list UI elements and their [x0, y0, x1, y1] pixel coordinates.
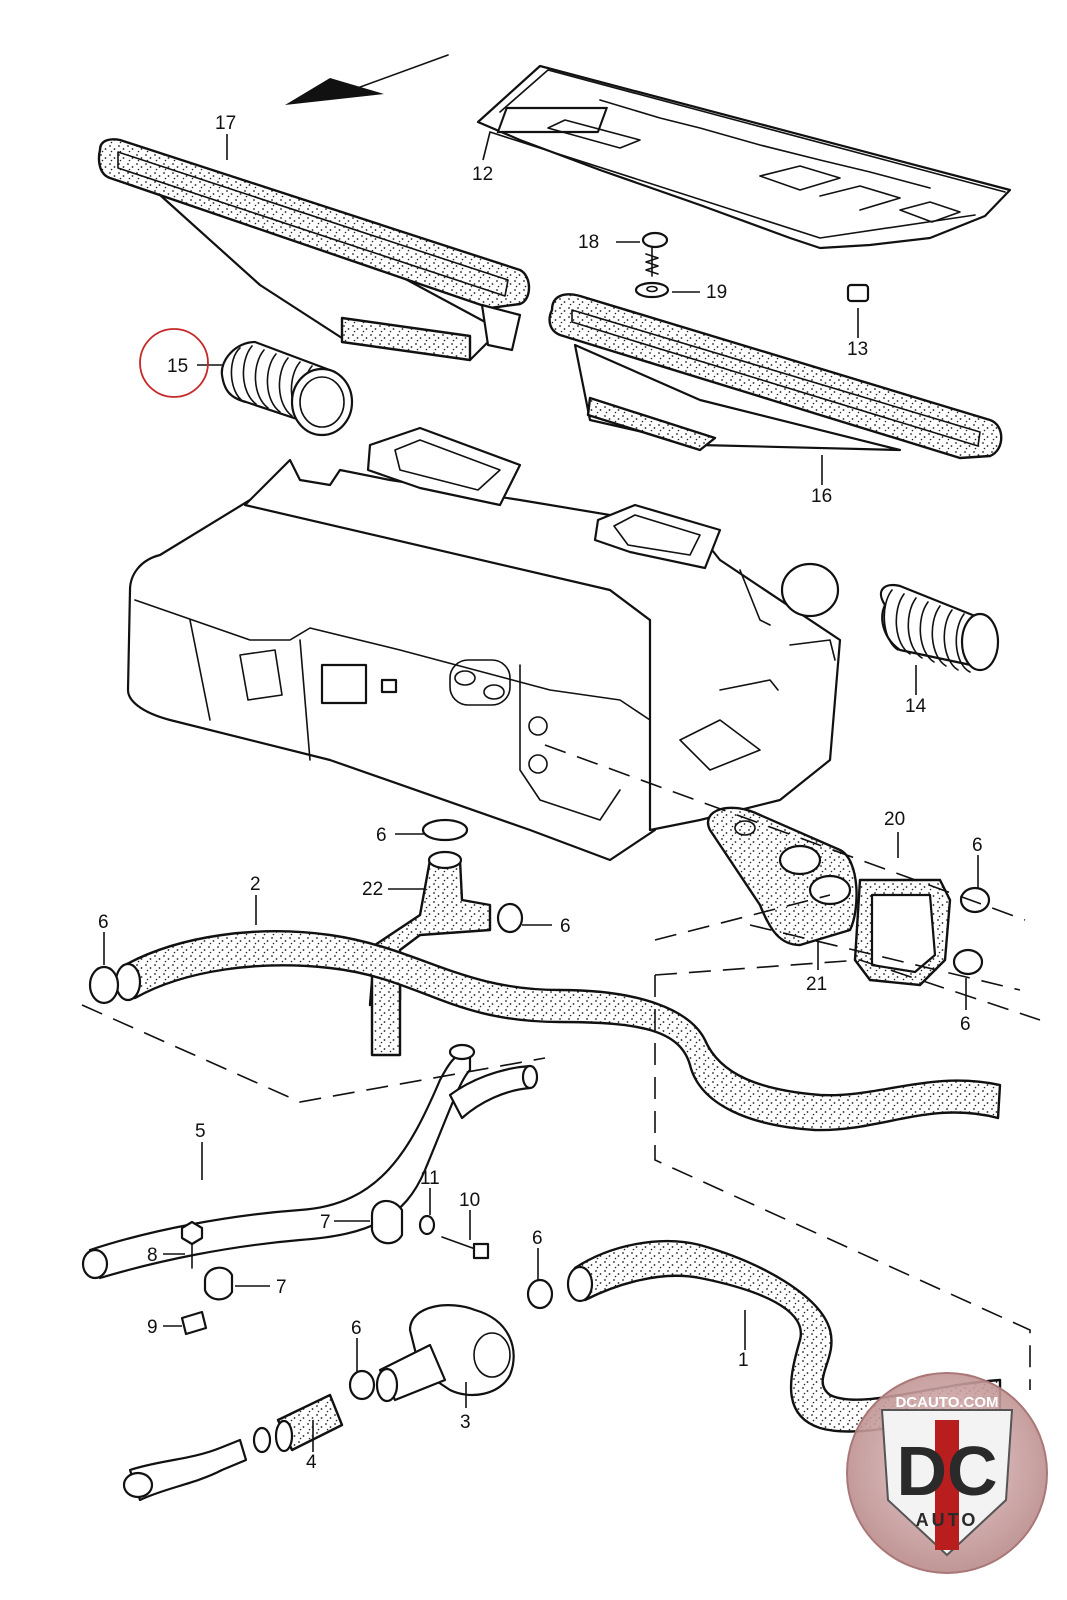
callout-18: 18	[578, 232, 599, 253]
callout-19: 19	[706, 282, 727, 303]
hose-clamp-part-6	[88, 818, 991, 1401]
hose-section-part-4	[122, 1393, 344, 1502]
callout-6g: 6	[351, 1318, 362, 1339]
watermark-url: DCAUTO.COM	[895, 1394, 998, 1411]
callout-14: 14	[905, 696, 927, 717]
callout-6f: 6	[532, 1228, 543, 1249]
callout-6c: 6	[98, 912, 109, 933]
callout-17: 17	[215, 113, 236, 134]
heater-hose-part-2	[114, 930, 1002, 1132]
callout-5: 5	[195, 1121, 206, 1142]
washer-part-11	[418, 1214, 436, 1236]
callout-7b: 7	[276, 1277, 287, 1298]
leader-lines	[103, 131, 979, 1452]
callout-16: 16	[811, 486, 832, 507]
watermark-letters: DC	[896, 1432, 997, 1510]
screw-part-8	[180, 1220, 204, 1269]
left-air-duct-seal-part-17	[97, 138, 531, 362]
callout-labels: 1 2 3 4 5 6 6 6 6 6 6 6 6 7 7 8 9 10 11 …	[98, 113, 983, 1473]
callout-8: 8	[147, 1245, 158, 1266]
callout-13: 13	[847, 339, 868, 360]
callout-12: 12	[472, 164, 493, 185]
bracket-part-7	[203, 1199, 404, 1301]
callout-20: 20	[884, 809, 905, 830]
plenum-panel-part-12	[476, 64, 1012, 250]
callout-10: 10	[459, 1190, 480, 1211]
callout-3: 3	[460, 1412, 471, 1433]
heater-flange-part-20	[853, 878, 952, 987]
clip-part-13	[846, 283, 870, 303]
heater-housing	[126, 426, 842, 862]
corrugated-hose-part-15	[220, 340, 354, 437]
callout-11: 11	[420, 1168, 440, 1189]
valve-part-3	[375, 1304, 515, 1403]
watermark-auto: AUTO	[916, 1510, 979, 1530]
callout-7a: 7	[320, 1212, 331, 1233]
right-air-duct-seal-part-16	[548, 293, 1003, 460]
callout-6a: 6	[376, 825, 387, 846]
callout-22: 22	[362, 879, 383, 900]
callout-2: 2	[250, 874, 261, 895]
callout-15: 15	[167, 356, 188, 377]
corrugated-hose-part-14	[879, 583, 1000, 673]
assembly-lines	[81, 744, 1041, 1390]
callout-4: 4	[306, 1452, 317, 1473]
heater-flange-part-21	[706, 806, 858, 947]
callout-6b: 6	[972, 835, 983, 856]
callout-9: 9	[147, 1317, 158, 1338]
callout-6d: 6	[560, 916, 571, 937]
highlight-circle	[139, 328, 209, 398]
callout-21: 21	[806, 974, 827, 995]
dcauto-watermark-logo: DCAUTO.COM DC AUTO	[846, 1372, 1048, 1574]
metal-pipe-part-5	[81, 1043, 539, 1280]
bolt-part-10	[441, 1236, 490, 1260]
direction-arrow-icon	[285, 54, 449, 105]
screw-part-18	[641, 231, 669, 277]
washer-part-19	[634, 281, 670, 299]
callout-6e: 6	[960, 1014, 971, 1035]
callout-1: 1	[738, 1350, 749, 1371]
nut-part-9	[180, 1310, 208, 1336]
